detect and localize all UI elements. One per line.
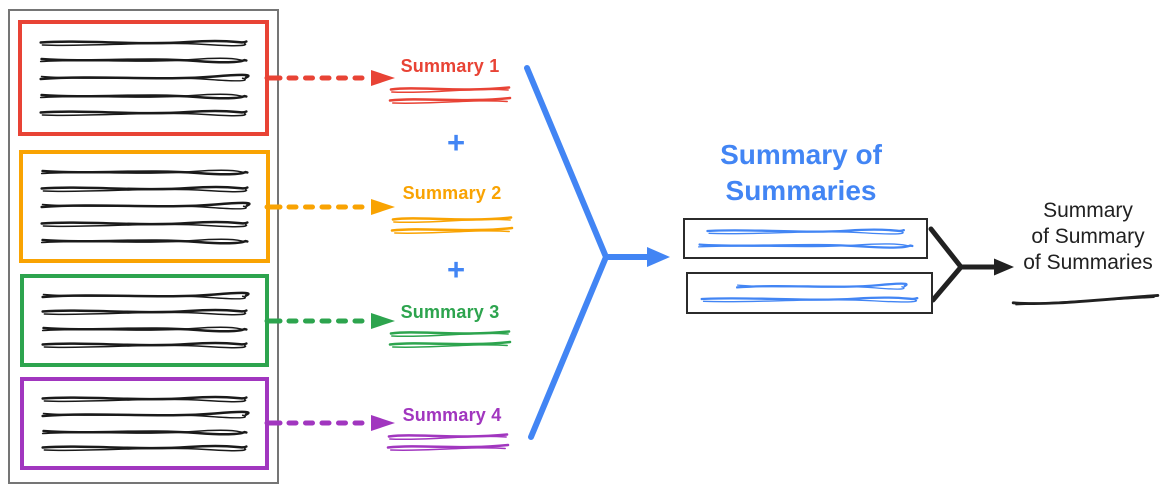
- text-scribble-line: [41, 341, 248, 350]
- final-line-1: Summary: [1043, 199, 1133, 222]
- text-scribble-line: [39, 109, 248, 118]
- text-scribble-line: [40, 169, 249, 176]
- summary-3-label: Summary 3: [400, 302, 500, 322]
- final-line-3: of Summaries: [1023, 251, 1153, 274]
- text-scribble-line: [41, 444, 248, 453]
- text-scribble-line: [40, 202, 251, 211]
- text-scribble-line: [41, 325, 248, 333]
- summary-1-scribble: [388, 86, 512, 105]
- text-scribble-line: [41, 291, 250, 300]
- text-scribble-line: [39, 73, 250, 83]
- document-box-green: [20, 274, 269, 367]
- summary-of-summaries-title: Summary of Summaries: [675, 137, 927, 209]
- final-line-2: of Summary: [1031, 225, 1145, 248]
- text-scribble-line: [39, 39, 248, 47]
- text-scribble-line: [40, 220, 249, 228]
- plus-operator-1: +: [446, 125, 466, 160]
- text-scribble-line: [700, 296, 919, 304]
- summary-of-summaries-box-1: [683, 218, 928, 259]
- plus-operator-2: +: [446, 252, 466, 287]
- summary-3-scribble: [388, 330, 512, 349]
- summary-of-summaries-box-2: [686, 272, 933, 314]
- summary-4-scribble: [386, 433, 510, 452]
- text-scribble-line: [706, 228, 905, 236]
- summary-2-label: Summary 2: [402, 183, 502, 203]
- text-scribble-line: [735, 282, 908, 290]
- merge-arrow-black: [928, 226, 1014, 303]
- summary-2-scribble: [390, 216, 514, 235]
- source-documents-panel: [8, 9, 279, 484]
- arrowhead: [647, 247, 670, 267]
- text-scribble-line: [41, 395, 248, 403]
- text-scribble-line: [40, 237, 249, 245]
- summary-1-label: Summary 1: [400, 56, 500, 76]
- text-scribble-line: [41, 428, 248, 436]
- text-scribble-line: [41, 308, 248, 317]
- merge-arrow-blue: [524, 65, 670, 440]
- text-scribble-line: [41, 410, 250, 420]
- document-box-red: [18, 20, 269, 136]
- final-summary-label: Summary of Summary of Summaries: [1008, 198, 1168, 276]
- text-scribble-line: [40, 185, 249, 194]
- title-line-2: Summaries: [725, 175, 877, 206]
- text-scribble-line: [39, 57, 248, 64]
- text-scribble-line: [39, 92, 248, 100]
- summary-4-label: Summary 4: [402, 405, 502, 425]
- text-scribble-line: [697, 242, 914, 249]
- document-box-purple: [20, 377, 269, 470]
- title-line-1: Summary of: [720, 139, 882, 170]
- document-box-yellow: [19, 150, 270, 263]
- final-summary-scribble: [1011, 293, 1160, 307]
